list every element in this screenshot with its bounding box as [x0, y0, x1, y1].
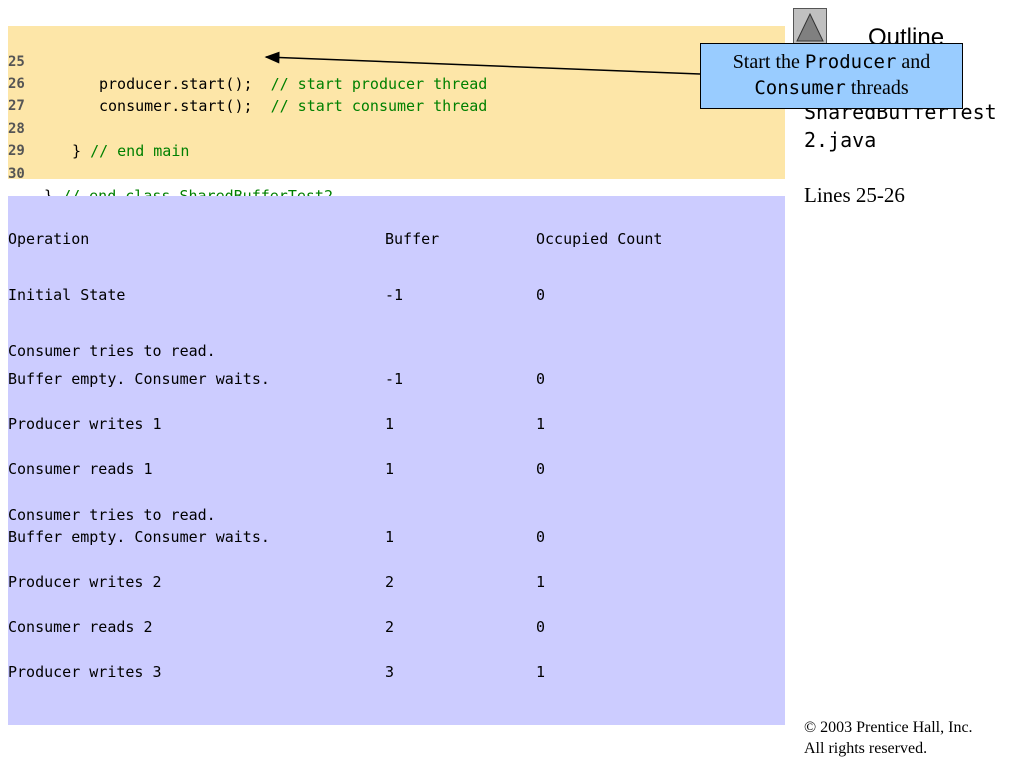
output-operation: Consumer reads 2 [8, 618, 153, 636]
output-count: 0 [536, 460, 546, 478]
code-text: consumer.start(); // start consumer thre… [99, 95, 487, 117]
line-number: 27 [8, 98, 25, 114]
code-statement: producer.start(); [99, 75, 253, 93]
line-number: 29 [8, 143, 25, 159]
code-line: 25 producer.start(); // start producer t… [8, 29, 487, 93]
callout-consumer: Consumer [754, 77, 846, 99]
callout-text: and [901, 51, 931, 73]
output-count: 0 [536, 370, 546, 388]
triangle-up-icon [796, 12, 824, 42]
code-line: 30 } // end class SharedBufferTest2 [8, 141, 333, 205]
line-number: 28 [8, 121, 25, 137]
output-count: 0 [536, 286, 546, 304]
output-operation: Producer writes 3 [8, 663, 162, 681]
outline-up-arrow-icon[interactable] [793, 8, 827, 48]
header-occupied-count: Occupied Count [536, 230, 663, 248]
code-comment: // start consumer thread [270, 97, 488, 115]
output-buffer: 1 [385, 415, 395, 433]
program-output-panel: Operation Buffer Occupied Count Initial … [8, 196, 785, 725]
output-count: 0 [536, 528, 546, 546]
output-operation: Consumer reads 1 [8, 460, 153, 478]
code-text: producer.start(); // start producer thre… [99, 73, 487, 95]
output-operation-detail: Buffer empty. Consumer waits. [8, 528, 270, 546]
output-buffer: 1 [385, 528, 395, 546]
output-count: 0 [536, 618, 546, 636]
line-number: 25 [8, 54, 25, 70]
code-statement: } [72, 142, 82, 160]
header-operation: Operation [8, 230, 90, 248]
file-name: SharedBufferTest2.java [804, 100, 997, 152]
code-comment: // start producer thread [270, 75, 488, 93]
output-count: 1 [536, 415, 546, 433]
output-operation: Producer writes 2 [8, 573, 162, 591]
output-operation: Producer writes 1 [8, 415, 162, 433]
output-buffer: 1 [385, 460, 395, 478]
copyright-line: All rights reserved. [804, 740, 928, 757]
output-operation: Consumer tries to read. [8, 342, 216, 360]
output-buffer: -1 [385, 286, 404, 304]
line-number: 26 [8, 76, 25, 92]
output-buffer: 2 [385, 573, 395, 591]
code-line: 27 [8, 73, 44, 114]
output-count: 1 [536, 573, 546, 591]
code-panel: 25 producer.start(); // start producer t… [8, 26, 785, 205]
callout-text: threads [850, 77, 909, 99]
callout-box: Start the Producer and Consumer threads [700, 43, 963, 109]
code-line: 28 } // end main [8, 96, 189, 160]
output-buffer: 2 [385, 618, 395, 636]
lines-label: Lines 25-26 [804, 183, 905, 207]
output-operation: Consumer tries to read. [8, 506, 216, 524]
output-buffer: -1 [385, 370, 404, 388]
output-operation: Initial State [8, 286, 126, 304]
copyright-line: © 2003 Prentice Hall, Inc. [804, 719, 973, 736]
code-text: } // end main [72, 140, 189, 162]
code-comment: // end main [90, 142, 190, 160]
code-statement: consumer.start(); [99, 97, 253, 115]
callout-producer: Producer [804, 51, 897, 73]
output-count: 1 [536, 663, 546, 681]
copyright-notice: © 2003 Prentice Hall, Inc. All rights re… [804, 717, 973, 759]
output-operation-detail: Buffer empty. Consumer waits. [8, 370, 270, 388]
code-line: 26 consumer.start(); // start consumer t… [8, 51, 487, 115]
callout-text: Start the [732, 51, 800, 73]
header-buffer: Buffer [385, 230, 440, 248]
output-buffer: 3 [385, 663, 395, 681]
code-line: 29 [8, 118, 44, 159]
line-number: 30 [8, 166, 25, 182]
